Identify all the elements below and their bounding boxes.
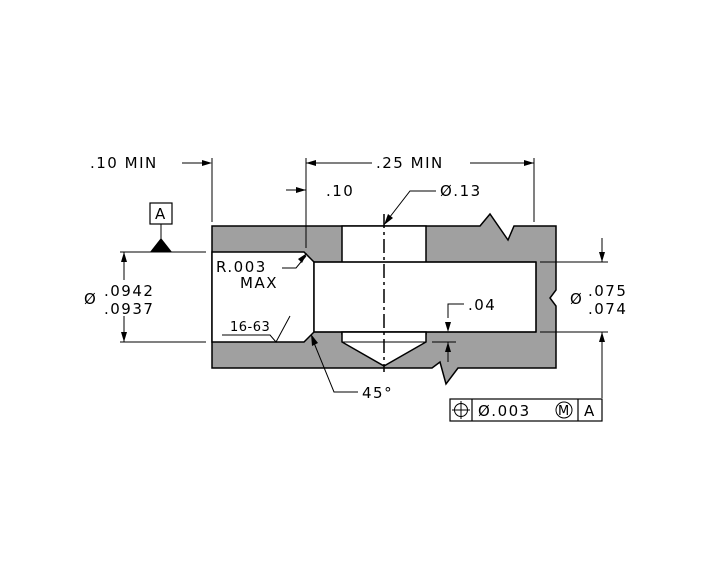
dim-04-text: .04 — [468, 296, 496, 314]
surface-finish-text: 16-63 — [230, 320, 270, 335]
part-section — [211, 212, 557, 386]
dim-45: 45° — [311, 334, 393, 402]
dim-dia-right-arrow-top — [599, 252, 605, 262]
dim-dia-13-arrow — [384, 214, 393, 225]
note-radius-line1: R.003 — [216, 258, 267, 276]
dim-25-min-arrow-left — [306, 160, 316, 166]
note-radius-arrow — [298, 253, 307, 263]
fcf-datum-ref: A — [584, 402, 596, 420]
fcf-border — [449, 398, 603, 422]
dim-dia-left: Ø .0942 .0937 — [84, 252, 154, 342]
dim-dia-left-lower: .0937 — [104, 300, 154, 318]
dim-dia-left-symbol: Ø — [84, 290, 97, 308]
feature-control-frame: Ø.003 M A — [449, 398, 603, 422]
dim-dia-13-text: Ø.13 — [440, 182, 482, 200]
dim-10: .10 — [286, 182, 354, 200]
dim-25-min-arrow-right — [524, 160, 534, 166]
dim-dia-right-arrow-bottom — [599, 332, 605, 342]
dim-04-arrow-top — [445, 322, 451, 332]
fcf-tolerance: Ø.003 — [478, 402, 531, 420]
dim-25-min: .25 MIN — [306, 154, 534, 172]
dim-dia-right-lower: .074 — [588, 300, 627, 318]
dim-10-text: .10 — [326, 182, 354, 200]
mmc-modifier-circle — [555, 401, 573, 419]
note-radius-line2: MAX — [240, 274, 278, 292]
surface-finish-symbol — [222, 315, 291, 343]
dim-45-text: 45° — [362, 384, 393, 402]
dim-dia-left-arrow-bottom — [121, 332, 127, 342]
through-bore — [313, 261, 537, 333]
dim-dia-left-upper: .0942 — [104, 282, 154, 300]
dim-10-arrow — [296, 187, 306, 193]
dim-45-arrow — [311, 334, 318, 346]
datum-a-label: A — [155, 205, 167, 223]
dim-dia-right-symbol: Ø — [570, 290, 583, 308]
position-icon — [452, 401, 470, 419]
dim-dia-right: Ø .075 .074 — [570, 238, 627, 398]
dim-dia-left-arrow-top — [121, 252, 127, 262]
datum-a-triangle — [150, 238, 172, 252]
dim-dia-right-upper: .075 — [588, 282, 627, 300]
dim-10-min: .10 MIN — [90, 154, 212, 172]
dim-04-arrow-bottom — [445, 342, 451, 352]
datum-a: A — [149, 202, 173, 252]
dim-04-leader-top — [447, 303, 464, 318]
dim-10-min-text: .10 MIN — [90, 154, 158, 172]
surface-finish: 16-63 — [222, 315, 291, 343]
fcf-modifier: M — [558, 404, 570, 419]
dim-25-min-text: .25 MIN — [376, 154, 444, 172]
dim-dia-13-leader — [385, 190, 436, 223]
dim-dia-13: Ø.13 — [384, 182, 482, 225]
dim-45-leader — [311, 337, 358, 393]
note-radius: R.003 MAX — [216, 253, 307, 292]
dim-10-min-arrow — [202, 160, 212, 166]
dim-04: .04 — [432, 296, 496, 362]
